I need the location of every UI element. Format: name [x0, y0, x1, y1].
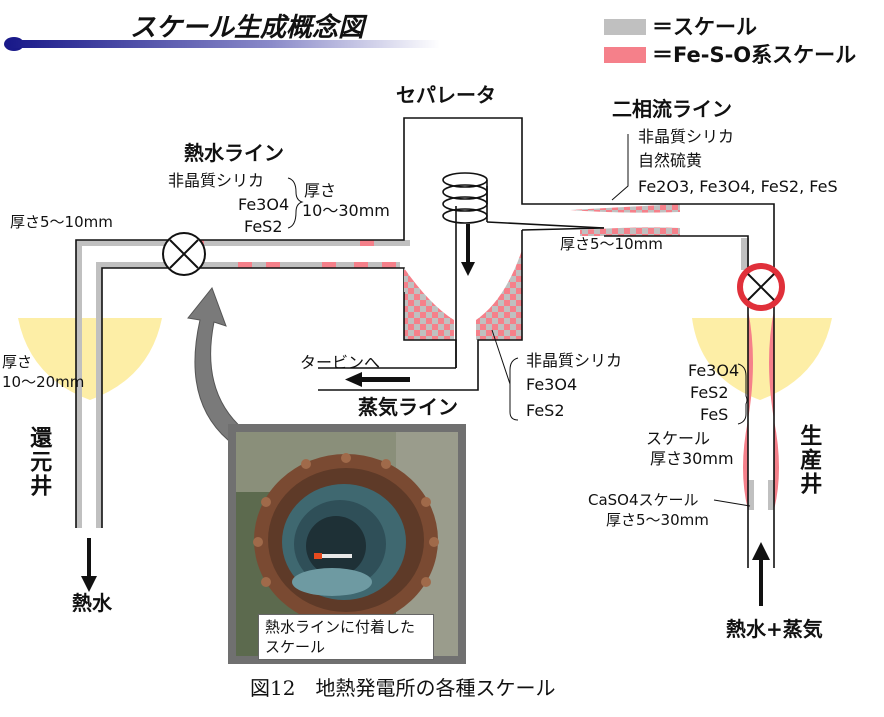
reinjection-well-thickness-2: 10～20mm [2, 373, 85, 391]
hot-water-note-silica: 非晶質シリカ [168, 171, 265, 190]
label-production-well: 生産井 [796, 424, 822, 496]
turbine-arrow [345, 372, 410, 387]
hot-water-note-thick-value: 10～30mm [302, 201, 390, 220]
production-well-pipe [747, 300, 775, 568]
hot-water-note-thick-label: 厚さ [304, 181, 337, 200]
hot-water-note-fes2: FeS2 [244, 217, 283, 236]
production-valve [737, 263, 785, 311]
separator-bottom-scale [404, 268, 454, 340]
two-phase-note-sulfur: 自然硫黄 [638, 151, 703, 170]
production-note-fe3o4: Fe3O4 [688, 361, 740, 380]
label-steam-line: 蒸気ライン [358, 395, 458, 419]
reinjection-pipe-thickness: 厚さ5～10mm [10, 213, 113, 231]
label-hot-water-steam-in: 熱水+蒸気 [726, 617, 823, 641]
legend-label-scale: ＝スケール [652, 15, 757, 39]
production-note-caso4: CaSO4スケール [588, 491, 699, 509]
label-reinjection-well: 還元井 [26, 426, 52, 498]
label-two-phase-line: 二相流ライン [612, 97, 732, 121]
title-bar [4, 37, 440, 51]
ground-right [692, 318, 832, 400]
two-phase-pipe [521, 203, 775, 270]
production-note-scale: スケール [646, 429, 711, 448]
production-in-arrow [752, 542, 770, 606]
leader-lines [287, 134, 751, 507]
two-phase-note-minerals: Fe2O3, Fe3O4, FeS2, FeS [638, 177, 838, 196]
label-separator: セパレータ [396, 83, 496, 107]
label-hot-water-line: 熱水ライン [184, 141, 284, 165]
production-note-fes: FeS [700, 405, 729, 424]
diagram-title: スケール生成概念図 [130, 13, 365, 43]
reinjection-well-thickness-1: 厚さ [2, 353, 33, 371]
legend-swatch-scale [604, 19, 646, 35]
hot-water-note-fe3o4: Fe3O4 [238, 195, 290, 214]
two-phase-note-silica: 非晶質シリカ [638, 127, 735, 146]
separator-vessel [318, 206, 523, 391]
figure-caption: 図12 地熱発電所の各種スケール [250, 676, 556, 700]
separator-down-arrow [461, 224, 475, 276]
two-phase-scale [570, 204, 749, 270]
two-phase-note-thickness: 厚さ5～10mm [560, 235, 663, 253]
label-hot-water-out: 熱水 [72, 591, 112, 615]
separator-bottom-scale-right [476, 250, 522, 340]
steam-note-silica: 非晶質シリカ [526, 351, 623, 370]
label-to-turbine: タービンへ [300, 353, 381, 372]
legend-swatch-fes [604, 47, 646, 63]
separator-coil [442, 172, 605, 229]
legend-label-fes: ＝Fe-S-O系スケール [652, 43, 857, 67]
production-note-fes2: FeS2 [690, 383, 729, 402]
photo-caption: 熱水ラインに付着したスケール [258, 614, 434, 660]
production-note-thickness: 厚さ30mm [650, 449, 734, 468]
photo-pointer-arrow [187, 286, 245, 441]
hot-water-valve [162, 232, 206, 276]
hot-water-out-arrow [81, 538, 97, 592]
ground-left [18, 318, 162, 400]
steam-note-fe3o4: Fe3O4 [526, 375, 578, 394]
production-note-caso4-thickness: 厚さ5～30mm [606, 511, 709, 529]
steam-note-fes2: FeS2 [526, 401, 565, 420]
